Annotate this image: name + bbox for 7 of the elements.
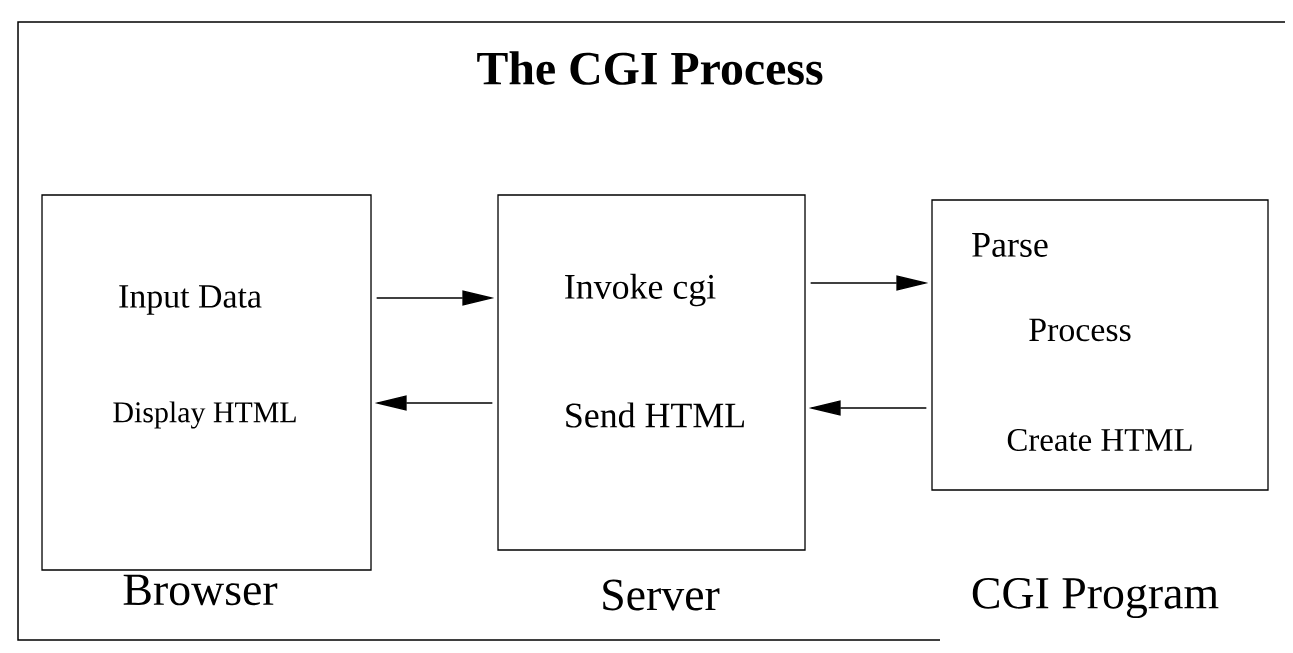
- box-caption: CGI Program: [972, 577, 1219, 619]
- process-box: Invoke cgi Send HTML: [497, 194, 806, 551]
- process-box: Input Data Display HTML: [41, 194, 372, 571]
- title: The CGI Process: [477, 51, 823, 85]
- box-caption: Server: [603, 579, 720, 611]
- box-caption: Browser: [123, 574, 278, 606]
- process-box: Parse Process Create HTML: [931, 199, 1269, 491]
